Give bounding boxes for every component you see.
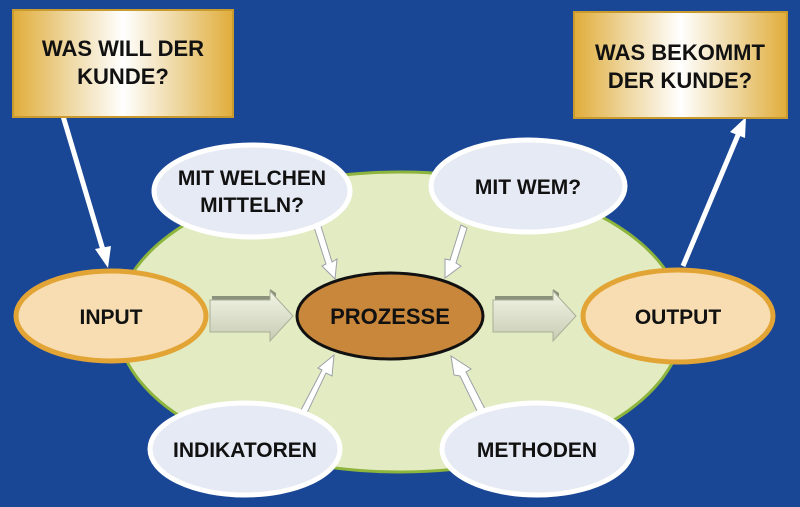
- question-with-whom: MIT WEM?: [428, 137, 628, 235]
- output-label: OUTPUT: [635, 306, 722, 329]
- arrow-customer-to-input: [60, 115, 111, 268]
- input-node: INPUT: [13, 268, 209, 364]
- question-with-whom-label: MIT WEM?: [475, 176, 581, 199]
- arrow-methods-to-process: [450, 354, 486, 414]
- customer-gets-line1: WAS BEKOMMT: [595, 40, 765, 65]
- question-methods: METHODEN: [439, 400, 635, 498]
- question-methods-label: METHODEN: [477, 439, 597, 462]
- arrow-indicators-to-process: [300, 353, 335, 414]
- arrow-input-to-process: [209, 289, 294, 343]
- process-node: PROZESSE: [295, 271, 485, 361]
- question-means-line2: MITTELN?: [200, 194, 304, 217]
- customer-wish-line1: WAS WILL DER: [42, 36, 204, 61]
- customer-gets-line2: DER KUNDE?: [608, 68, 752, 93]
- customer-gets-box: WAS BEKOMMT DER KUNDE?: [573, 11, 788, 119]
- input-label: INPUT: [80, 306, 143, 329]
- arrow-process-to-output: [492, 289, 577, 343]
- question-arrows: [300, 222, 486, 414]
- arrow-with-whom-to-process: [444, 224, 468, 279]
- arrow-means-to-process: [313, 222, 338, 281]
- question-indicators-label: INDIKATOREN: [173, 439, 317, 462]
- customer-wish-line2: KUNDE?: [77, 64, 169, 89]
- process-label: PROZESSE: [330, 304, 450, 329]
- question-indicators: INDIKATOREN: [147, 400, 343, 498]
- question-means-line1: MIT WELCHEN: [178, 167, 326, 190]
- arrow-output-to-customer: [680, 117, 746, 267]
- customer-wish-box: WAS WILL DER KUNDE?: [12, 9, 234, 118]
- question-means: MIT WELCHEN MITTELN?: [151, 142, 353, 240]
- output-node: OUTPUT: [580, 267, 776, 365]
